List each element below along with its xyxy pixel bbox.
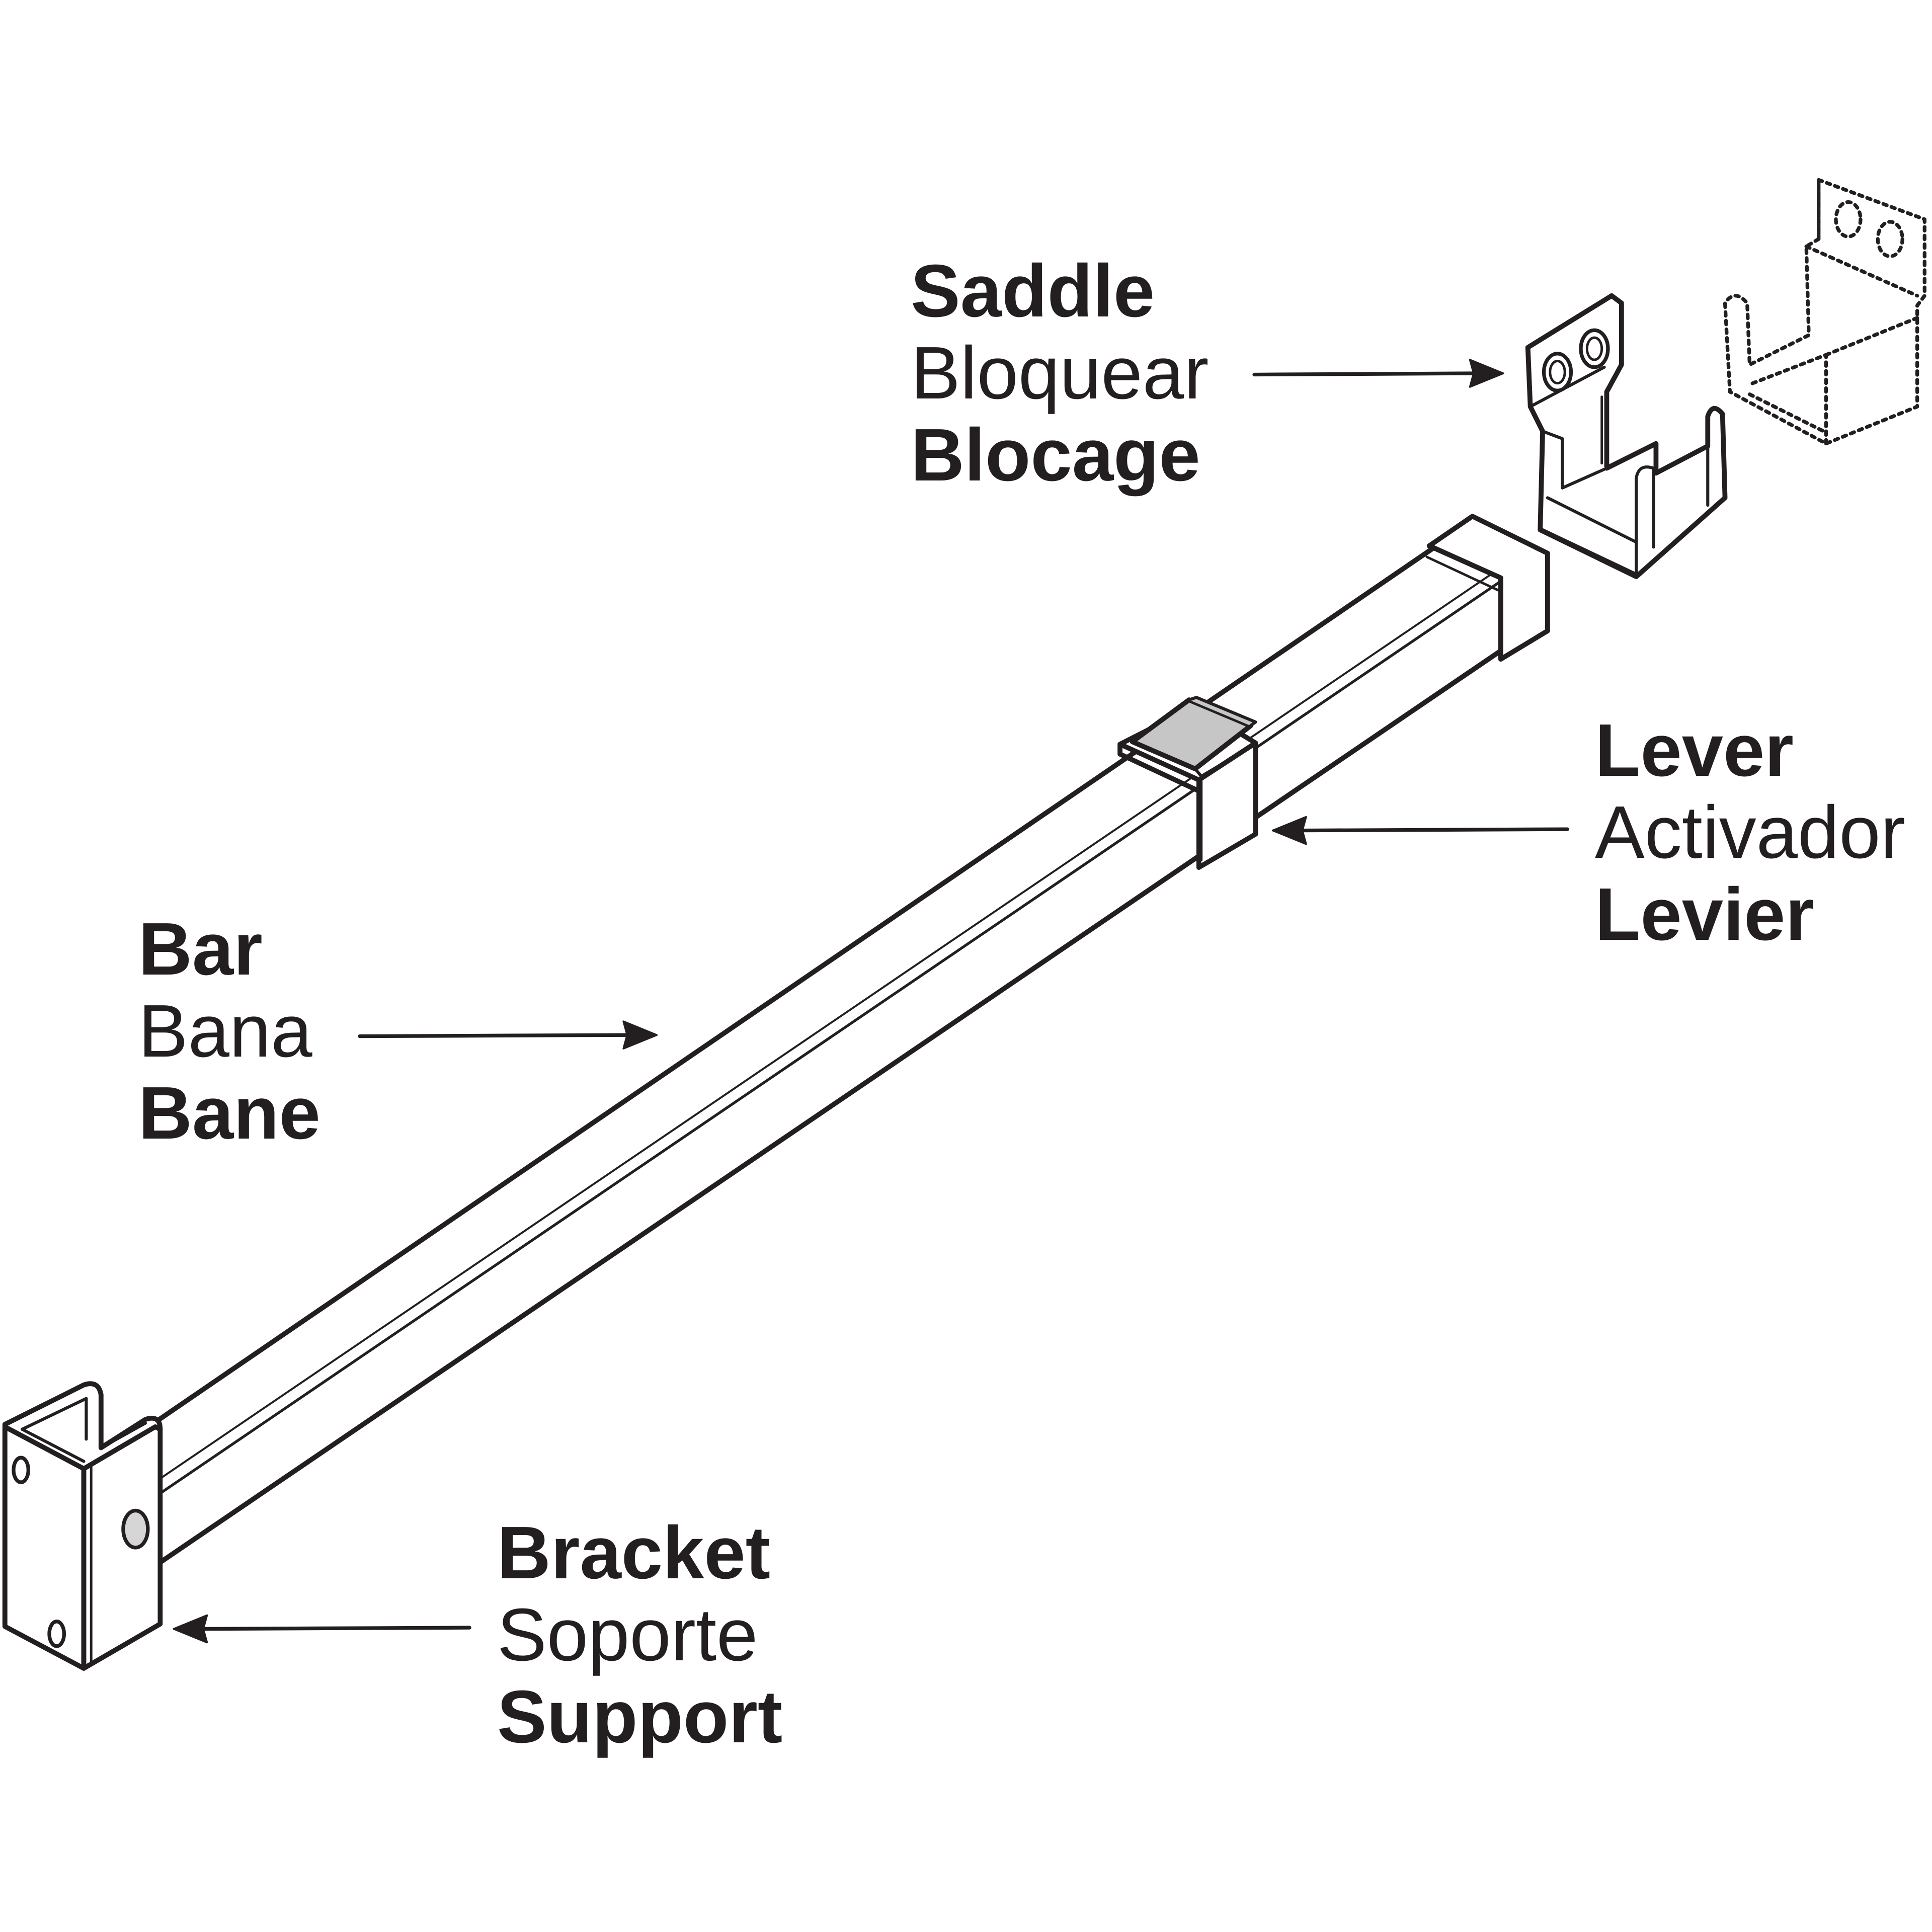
arrow-bar [358,1020,658,1050]
bracket-part [2,1381,163,1671]
lever-label-english: Lever [1595,709,1794,792]
bar-label: Bar Bana Bane [138,912,320,1158]
bracket-label-spanish: Soporte [497,1593,758,1676]
arrow-bracket [173,1614,471,1644]
bar-label-english: Bar [138,908,263,991]
saddle-label-spanish: Bloquear [911,332,1209,415]
bar-tube [121,545,1518,1565]
lever-label-french: Levier [1595,873,1815,956]
bracket-label-french: Support [497,1675,783,1758]
lever-label-spanish: Activador [1595,791,1905,874]
saddle-alternate-position [1723,178,1926,446]
bracket-label: Bracket Soporte Support [497,1516,782,1762]
bracket-label-english: Bracket [497,1511,771,1594]
saddle-part [1525,293,1728,580]
bar-label-spanish: Bana [138,990,312,1073]
saddle-label: Saddle Bloquear Blocage [911,254,1209,500]
saddle-label-french: Blocage [911,414,1200,497]
bar-end-cap [1425,514,1550,662]
lever-label: Lever Activador Levier [1595,713,1905,959]
arrow-saddle [1252,359,1504,388]
bar-label-french: Bane [138,1072,320,1155]
saddle-label-english: Saddle [911,250,1155,333]
lever-collar [1117,696,1258,870]
arrow-lever [1271,816,1569,845]
